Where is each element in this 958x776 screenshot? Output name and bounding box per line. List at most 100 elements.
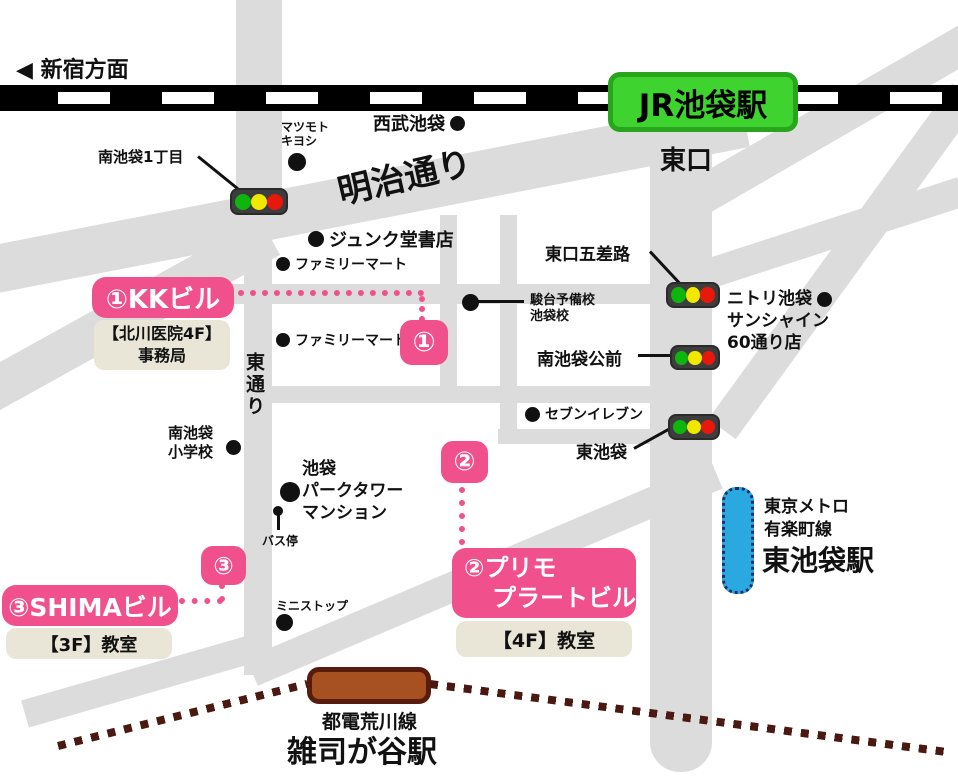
poi-dot (226, 440, 241, 455)
callout-line-sundai (478, 300, 524, 303)
poi-dot (276, 614, 293, 631)
poi-dot (276, 333, 290, 347)
poi-dot (276, 257, 290, 271)
poi-nitori-row: ニトリ池袋 (727, 288, 832, 310)
poi-seveneleven-label: セブンイレブン (545, 407, 643, 423)
traffic-light-higashiguchi-gosaro (666, 282, 720, 308)
destination-1-note-line1: 【北川医院4F】 (102, 324, 222, 344)
poi-dot (288, 153, 306, 171)
jr-railway-line (0, 85, 958, 111)
bus-stop-label: バス停 (262, 534, 299, 548)
road-higashi-dori (244, 200, 272, 675)
poi-junkudo-bookstore: ジュンク堂書店 (308, 226, 454, 252)
signal-yellow-icon (688, 350, 702, 365)
destination-3-title-box: ③SHIMAビル (2, 585, 178, 626)
poi-dot (462, 294, 479, 311)
destination-2-title-line1: ②プリモ (464, 554, 557, 582)
poi-familymart-2: ファミリーマート (276, 330, 407, 350)
poi-parktower-line1: 池袋 (302, 459, 336, 479)
metro-line-label-1: 東京メトロ (764, 497, 849, 517)
poi-dot (525, 406, 540, 422)
poi-matsumoto-kiyoshi: マツモト キヨシ (281, 120, 329, 149)
higashi-dori-label: 東通り (243, 352, 265, 418)
signal-red-icon (267, 193, 283, 210)
road-cross-3 (498, 429, 664, 444)
poi-parktower-line2: パークタワー (302, 481, 404, 502)
metro-line-label-2: 有楽町線 (764, 520, 832, 540)
poi-nitori-line2: サンシャイン (727, 311, 829, 332)
poi-parktower-line3: マンション (302, 503, 387, 524)
destination-2-title-line2: プラートビル (492, 584, 636, 612)
poi-matsumoto-line1: マツモト (281, 120, 330, 134)
route-dotted-line-d3-horizontal (179, 598, 223, 604)
traffic-light-minamiikebukuro-1chome (230, 188, 288, 215)
tram-station-name: 雑司が谷駅 (287, 735, 437, 770)
signal-red-icon (700, 287, 716, 303)
poi-familymart1-label: ファミリーマート (295, 257, 407, 273)
jr-ikebukuro-station-box: JR池袋駅 (608, 72, 798, 132)
destination-2-title-box: ②プリモ プラートビル (452, 548, 636, 618)
traffic-light-t2-label: 東口五差路 (545, 245, 630, 265)
direction-sign-shinjuku: ◀ 新宿方面 (16, 58, 129, 83)
metro-station-name: 東池袋駅 (762, 544, 875, 577)
railway-dashes (0, 92, 958, 104)
signal-red-icon (701, 350, 715, 365)
poi-familymart-1: ファミリーマート (276, 254, 407, 274)
poi-elementary-line1: 南池袋 (168, 424, 214, 442)
destination-1-badge: ① (400, 320, 448, 365)
poi-sundai-line2: 池袋校 (530, 309, 570, 325)
poi-dot (817, 291, 832, 307)
callout-line-t1 (197, 155, 241, 192)
poi-elementary-line2: 小学校 (168, 442, 214, 461)
poi-nitori-line1: ニトリ池袋 (727, 289, 812, 309)
signal-green-icon (235, 193, 251, 210)
traffic-light-t1-label: 南池袋1丁目 (98, 148, 184, 166)
traffic-light-t3-label: 南池袋公前 (537, 350, 622, 370)
route-dotted-line-d3-vertical (219, 583, 225, 602)
poi-minami-ikebukuro-elementary: 南池袋 小学校 (168, 424, 213, 462)
signal-green-icon (671, 287, 686, 303)
poi-familymart2-label: ファミリーマート (295, 333, 407, 349)
poi-dot (280, 482, 300, 502)
poi-sundai-prep-school: 駿台予備校 池袋校 (530, 293, 595, 326)
metro-higashi-ikebukuro-station-box (722, 487, 754, 594)
poi-matsumoto-line2: キヨシ (281, 134, 318, 149)
route-dotted-line-d2-vertical (459, 487, 465, 545)
route-dotted-line-d1-vertical (419, 296, 425, 322)
tram-zoshigaya-station-box (307, 667, 431, 704)
traffic-light-t4-label: 東池袋 (576, 443, 627, 463)
signal-yellow-icon (687, 420, 701, 434)
signal-green-icon (673, 420, 687, 434)
tram-line-name: 都電荒川線 (322, 711, 418, 733)
poi-park-tower-mansion: 池袋 パークタワー マンション (302, 458, 403, 524)
route-dotted-line-d1-horizontal (238, 290, 424, 296)
poi-sundai-line1: 駿台予備校 (530, 293, 596, 308)
signal-red-icon (701, 420, 715, 434)
poi-ministop-label: ミニストップ (276, 599, 349, 613)
destination-1-note-line2: 事務局 (137, 346, 186, 365)
poi-dot (308, 231, 324, 247)
road-main-vertical (650, 132, 712, 772)
poi-nitori-line3: 60通り店 (727, 333, 802, 354)
destination-2-badge: ② (441, 441, 488, 483)
traffic-light-minamiikebukuro-koen-mae (670, 345, 720, 370)
destination-1-note-box: 【北川医院4F】 事務局 (94, 320, 230, 370)
bus-stop-icon (273, 506, 283, 516)
poi-seibu-label: 西武池袋 (373, 114, 445, 135)
signal-green-icon (675, 350, 689, 365)
poi-junkudo-label: ジュンク堂書店 (329, 230, 454, 251)
poi-seven-eleven: セブンイレブン (525, 404, 643, 424)
bus-stop-pole-icon (277, 514, 280, 530)
signal-yellow-icon (685, 287, 701, 303)
destination-1-title-box: ①KKビル (92, 277, 234, 318)
traffic-light-higashi-ikebukuro (668, 414, 720, 440)
poi-dot (450, 115, 465, 131)
poi-seibu-ikebukuro: 西武池袋 (373, 110, 465, 136)
destination-2-note-box: 【4F】教室 (456, 621, 632, 657)
east-exit-label: 東口 (660, 146, 713, 176)
destination-3-badge: ③ (201, 546, 246, 585)
road-vertical-b (500, 215, 517, 431)
destination-3-note-box: 【3F】教室 (6, 628, 172, 659)
signal-yellow-icon (251, 193, 267, 210)
